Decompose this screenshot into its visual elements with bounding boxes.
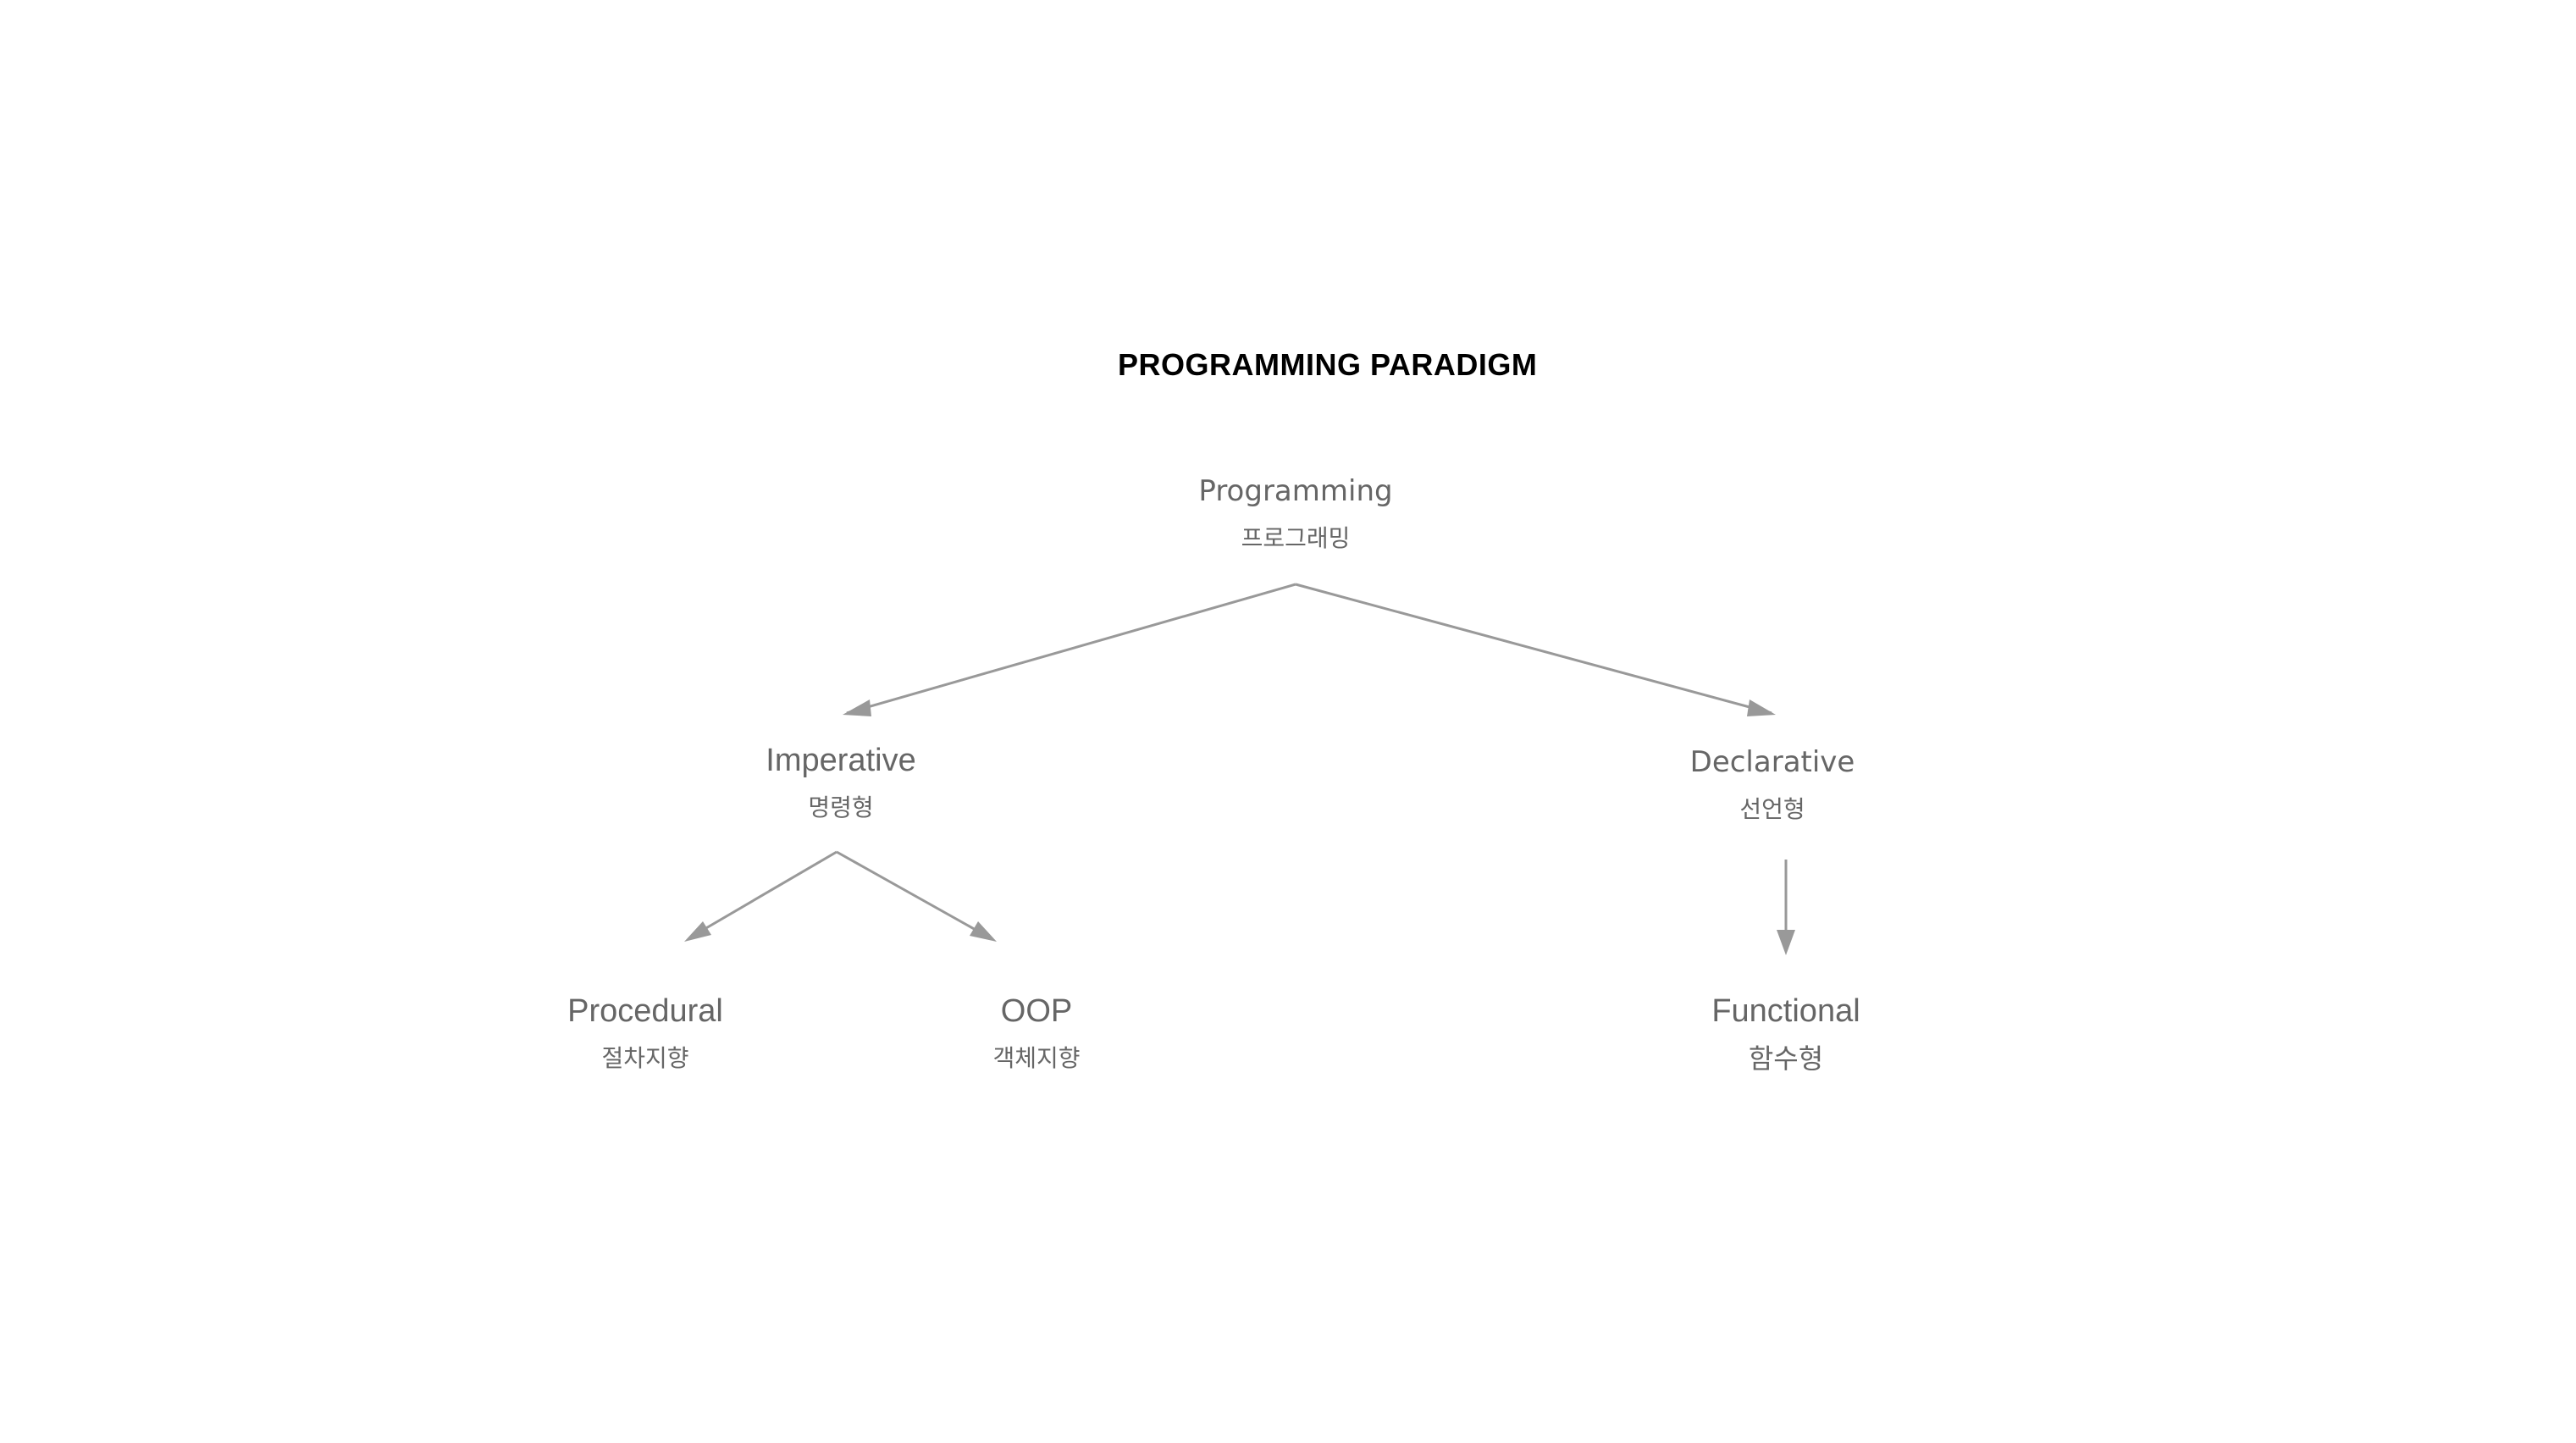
arrowhead-procedural [684, 921, 711, 942]
node-procedural-label: Procedural [567, 993, 723, 1029]
node-functional-label: Functional [1711, 993, 1860, 1029]
node-oop-sublabel: 객체지향 [992, 1045, 1081, 1071]
edge-imperative-branches [689, 850, 992, 940]
edge-imperative-procedural [689, 850, 837, 939]
node-procedural-sublabel: 절차지향 [601, 1045, 689, 1071]
diagram-title: PROGRAMMING PARADIGM [1118, 347, 1538, 382]
node-oop: OOP 객체지향 [867, 992, 1206, 1072]
arrowhead-functional [1777, 930, 1795, 955]
node-procedural: Procedural 절차지향 [476, 992, 815, 1072]
node-imperative: Imperative 명령형 [672, 742, 1010, 821]
node-imperative-label: Imperative [766, 743, 916, 778]
edge-programming-imperative [846, 583, 1296, 715]
node-programming: Programming 프로그래밍 [1126, 473, 1465, 552]
node-declarative-label: Declarative [1689, 745, 1855, 779]
arrowhead-oop [970, 921, 997, 942]
edge-programming-branches [846, 583, 1772, 715]
node-oop-label: OOP [1000, 993, 1073, 1029]
node-programming-sublabel: 프로그래밍 [1241, 525, 1351, 551]
arrowhead-declarative [1747, 699, 1776, 716]
arrowhead-imperative [843, 699, 871, 716]
edge-programming-declarative [1295, 583, 1772, 715]
node-declarative: Declarative 선언형 [1603, 744, 1942, 823]
node-programming-label: Programming [1198, 474, 1393, 508]
node-imperative-sublabel: 명령형 [808, 794, 874, 821]
node-functional-sublabel: 함수형 [1748, 1043, 1824, 1074]
node-functional: Functional 함수형 [1617, 992, 1955, 1072]
node-declarative-sublabel: 선언형 [1739, 796, 1805, 822]
edge-imperative-oop [836, 850, 992, 940]
